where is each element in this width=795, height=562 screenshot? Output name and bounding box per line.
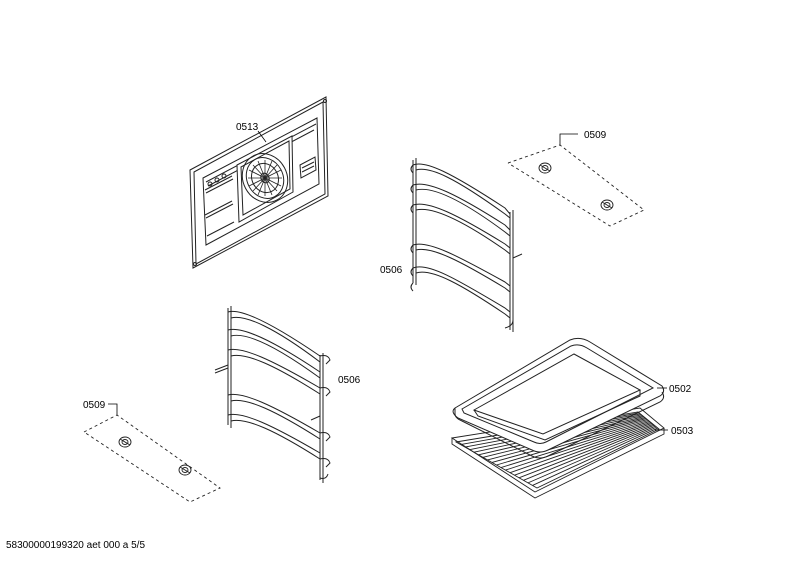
fan-panel-drawing [190,97,328,268]
rack-wire [524,426,656,480]
leader-0513 [257,130,267,143]
label-baking-tray: 0502 [669,384,692,395]
baking-tray-drawing [453,338,664,458]
clips-top-drawing [508,145,644,226]
clips-bottom-drawing [84,415,220,502]
leader-0509-top [559,133,578,145]
label-wire-rack: 0503 [671,426,694,437]
label-rail-left: 0506 [338,375,361,386]
rack-wire [519,425,654,478]
document-footer: 58300000199320 aet 000 a 5/5 [6,540,146,551]
rack-wire [515,424,654,475]
rack-wire [492,420,647,463]
rack-wire [501,421,650,467]
rack-wire [533,428,658,485]
label-clips-top: 0509 [584,130,607,141]
rack-wire [506,422,651,470]
rack-wire [528,427,657,483]
label-rail-right: 0506 [380,265,403,276]
label-fan-panel: 0513 [236,122,259,133]
rack-wire [497,421,649,466]
rail-left-drawing [215,306,330,483]
leader-0509-bottom [108,403,118,415]
rail-right-drawing [411,158,522,332]
rack-wire [510,423,652,472]
label-clips-bottom: 0509 [83,400,106,411]
